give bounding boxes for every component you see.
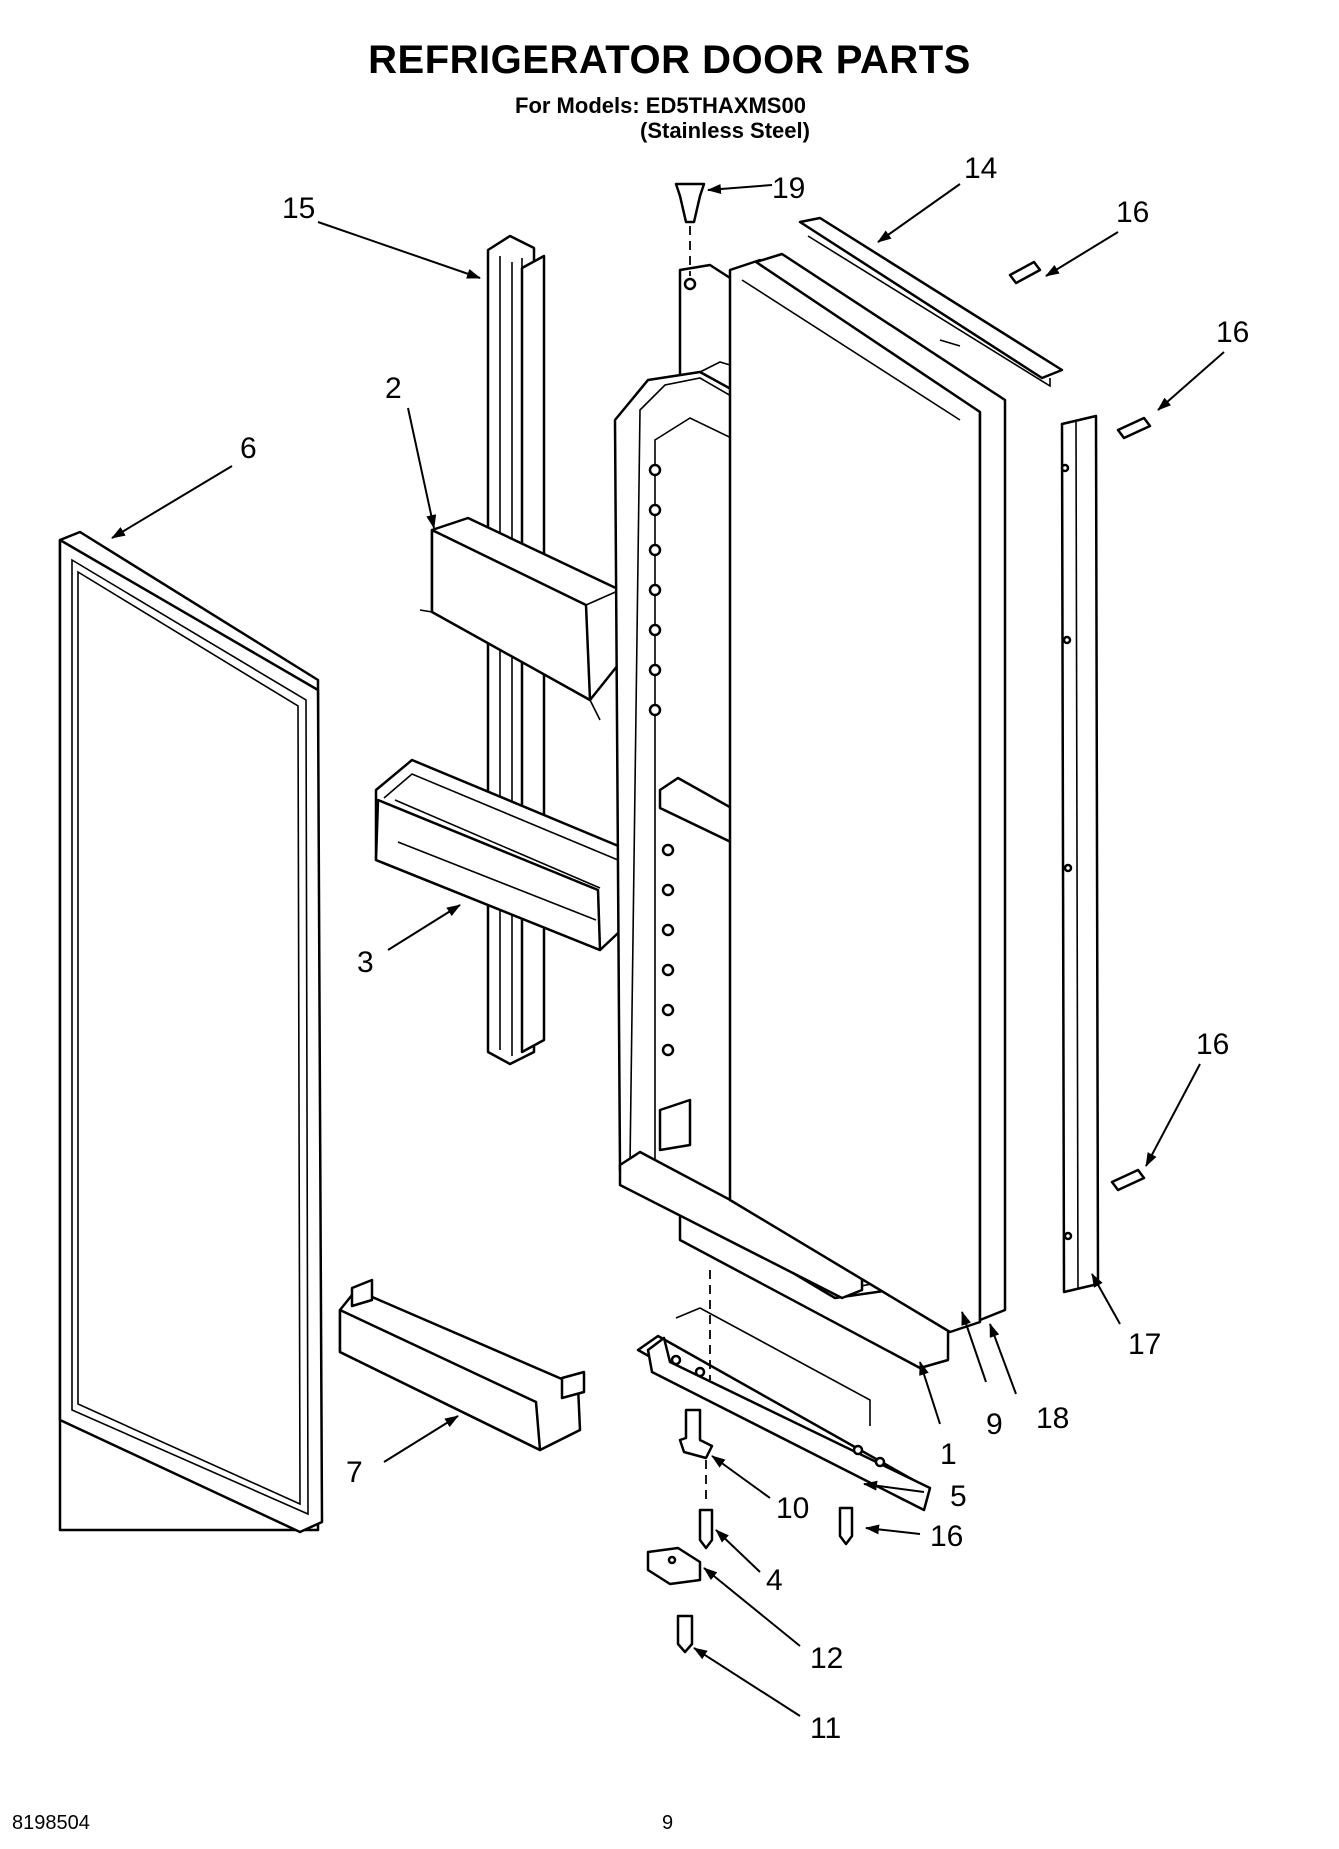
callout-16d: 16 [930, 1520, 963, 1553]
hinge-pin-part [678, 1408, 714, 1460]
screw-4-part [698, 1460, 714, 1550]
models-line: For Models: ED5THAXMS00 [515, 93, 806, 118]
callout-17: 17 [1128, 1328, 1161, 1361]
screw-11-part [676, 1614, 694, 1654]
callout-19: 19 [772, 172, 805, 205]
callout-1: 1 [940, 1438, 957, 1471]
callout-15: 15 [282, 192, 315, 225]
document-number: 8198504 [12, 1812, 90, 1834]
door-top-cap-part [798, 216, 1064, 388]
bottom-hinge-bracket-part [636, 1270, 932, 1512]
callout-6: 6 [240, 432, 257, 465]
callout-12: 12 [810, 1642, 843, 1675]
door-side-trim-part [1060, 414, 1100, 1294]
page-title: REFRIGERATOR DOOR PARTS [368, 38, 971, 82]
hinge-plug-part [674, 182, 706, 291]
callout-10: 10 [776, 1492, 809, 1525]
callout-2: 2 [385, 372, 402, 405]
bottom-door-bin-part [338, 1278, 586, 1452]
callout-16b: 16 [1216, 316, 1249, 349]
callout-16c: 16 [1196, 1028, 1229, 1061]
callout-5: 5 [950, 1480, 967, 1513]
finish-line: (Stainless Steel) [640, 118, 810, 143]
callout-7: 7 [346, 1456, 363, 1489]
callout-18: 18 [1036, 1402, 1069, 1435]
page-number: 9 [662, 1812, 674, 1834]
callout-14: 14 [964, 152, 997, 185]
callout-3: 3 [357, 946, 374, 979]
lower-door-bin-part [374, 758, 634, 952]
callout-leaders [111, 183, 1225, 1717]
callout-16a: 16 [1116, 196, 1149, 229]
liner-screw-holes [648, 463, 675, 1057]
door-gasket-part [58, 530, 324, 1534]
door-outer-panels-part [728, 252, 1007, 1334]
screw-16-parts [838, 260, 1152, 1546]
callout-numbers: 15 2 6 3 7 19 14 16 16 16 17 18 9 1 5 16… [240, 152, 1249, 1745]
callout-11: 11 [810, 1712, 841, 1745]
hinge-shim-part [646, 1546, 702, 1586]
callout-4: 4 [766, 1564, 783, 1597]
callout-9: 9 [986, 1408, 1003, 1441]
